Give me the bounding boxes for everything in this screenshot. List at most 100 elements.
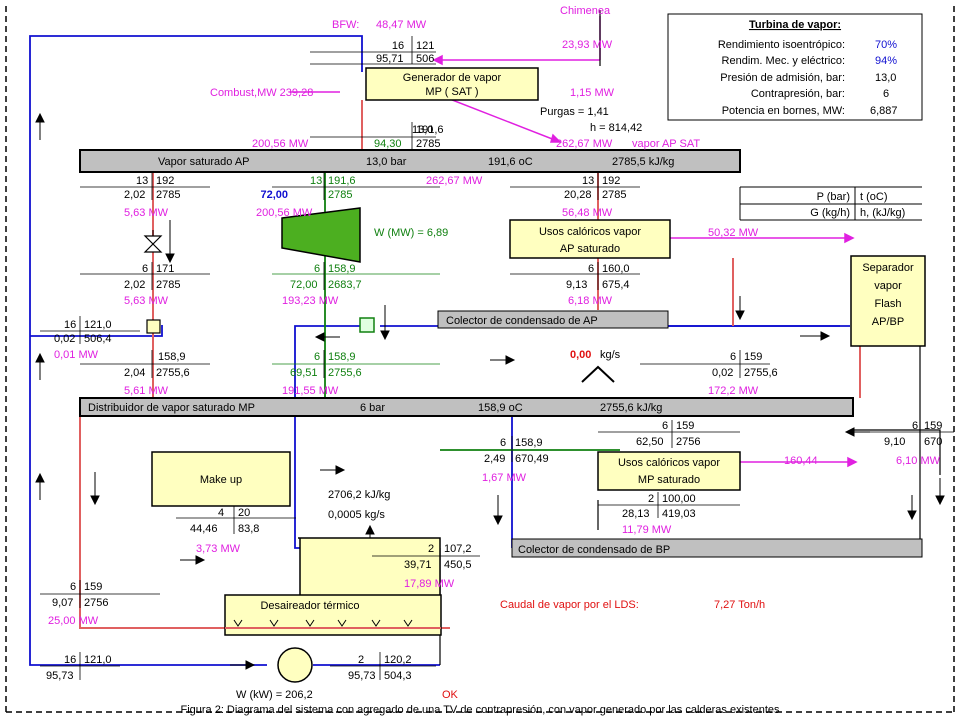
usos-ap-mw: 50,32 MW: [708, 227, 759, 239]
bfw-value: 48,47 MW: [376, 19, 427, 31]
bp-t: 158,9: [515, 437, 543, 449]
separador-1: Separador: [862, 262, 914, 274]
lds-label: Caudal de vapor por el LDS:: [500, 599, 639, 611]
gen-g: 94,30: [374, 138, 402, 150]
pump-in-p: 16: [64, 654, 76, 666]
farR-g: 9,10: [884, 436, 905, 448]
usosMP-t: 159: [676, 420, 694, 432]
gen-t: 191,6: [416, 124, 444, 136]
header-mp-p: 6 bar: [360, 402, 385, 414]
mixT-g: 69,51: [290, 367, 318, 379]
header-ap-t: 191,6 oC: [488, 156, 533, 168]
legend-table: [739, 186, 922, 221]
mixT-mw2: 191,55 MW: [282, 385, 339, 397]
vent-g: 0,0005 kg/s: [328, 509, 385, 521]
pump-ok: OK: [442, 689, 459, 701]
colM-mw: 262,67 MW: [426, 175, 483, 187]
toDea-g: 39,71: [404, 559, 432, 571]
mixT-h: 2755,6: [328, 367, 362, 379]
generator-label-1: Generador de vapor: [403, 72, 502, 84]
equipment-boxes: [151, 67, 926, 507]
colT-p2: 6: [314, 263, 320, 275]
makeup-label: Make up: [200, 474, 242, 486]
colL-t2: 171: [156, 263, 174, 275]
purgas: Purgas = 1,41: [540, 106, 609, 118]
usosMP-h2: 419,03: [662, 508, 696, 520]
turbine-table: [667, 13, 923, 121]
flash-zero: 0,00: [570, 349, 591, 361]
bp-g: 2,49: [484, 453, 505, 465]
usosMP-mw: 160,44: [784, 455, 818, 467]
colR-t2: 160,0: [602, 263, 630, 275]
colR-p2: 6: [588, 263, 594, 275]
colR-h2: 675,4: [602, 279, 630, 291]
mixL-h2: 2755,6: [156, 367, 190, 379]
colT-p: 13: [310, 175, 322, 187]
colT-t: 191,6: [328, 175, 356, 187]
steam-turbine: [281, 207, 361, 263]
usos-mp-box: [597, 451, 741, 491]
usos-ap-label-1: Usos calóricos vapor: [539, 226, 641, 238]
separador-4: AP/BP: [872, 316, 904, 328]
header-mp-t: 158,9 oC: [478, 402, 523, 414]
dea-label: Desaireador térmico: [260, 600, 359, 612]
colL-p: 13: [136, 175, 148, 187]
separador-box: [850, 255, 926, 347]
toDea-h: 450,5: [444, 559, 472, 571]
pump-in-t: 121,0: [84, 654, 112, 666]
colR-g2: 9,13: [566, 279, 587, 291]
purgas-h: h = 814,42: [590, 122, 642, 134]
chimenea-label: Chimenea: [560, 5, 611, 17]
colR-mw2: 6,18 MW: [568, 295, 613, 307]
header-vapor-ap: [79, 149, 741, 173]
pump-power: W (kW) = 206,2: [236, 689, 313, 701]
sepOut-t: 159: [744, 351, 762, 363]
gen-mw: 1,15 MW: [570, 87, 615, 99]
header-mp-h: 2755,6 kJ/kg: [600, 402, 662, 414]
legend-p: P (bar): [817, 191, 850, 203]
makeup-g: 44,46: [190, 523, 218, 535]
flash-symbol: [581, 365, 615, 383]
makeup-mw: 3,73 MW: [196, 543, 241, 555]
farR-p: 6: [912, 420, 918, 432]
turbine-v4: 6,887: [870, 105, 898, 117]
gen-left-mw: 200,56 MW: [252, 138, 309, 150]
farR-h: 670: [924, 436, 942, 448]
pump-in-g: 95,73: [46, 670, 74, 682]
turbine-title: Turbina de vapor:: [749, 19, 841, 31]
valve-icon: [143, 235, 163, 253]
sepOut-g: 0,02: [712, 367, 733, 379]
chimenea-mw: 23,93 MW: [562, 39, 613, 51]
makeup-box: [151, 451, 291, 507]
dea-vanes: [233, 619, 413, 627]
top-g: 95,71: [376, 53, 404, 65]
farR-t: 159: [924, 420, 942, 432]
bfw-label: BFW:: [332, 19, 359, 31]
colL-mw2: 5,63 MW: [124, 295, 169, 307]
usosMP-h: 2756: [676, 436, 700, 448]
mixL-g: 0,02: [54, 333, 75, 345]
colT-h2: 2683,7: [328, 279, 362, 291]
header-mp-name: Distribuidor de vapor saturado MP: [88, 402, 255, 414]
pump-out-p: 2: [358, 654, 364, 666]
gen-p: 13,0: [412, 124, 433, 136]
legend-h: h, (kJ/kg): [860, 207, 905, 219]
farR-mw: 6,10 MW: [896, 455, 941, 467]
toDea-mw: 17,89 MW: [404, 578, 455, 590]
mixT-p: 6: [314, 351, 320, 363]
vent-h: 2706,2 kJ/kg: [328, 489, 390, 501]
mixL-g2: 2,04: [124, 367, 145, 379]
toDea-t: 107,2: [444, 543, 472, 555]
header-ap-p: 13,0 bar: [366, 156, 407, 168]
colL-t: 192: [156, 175, 174, 187]
mixer-turbine: [359, 317, 375, 333]
header-ap-name: Vapor saturado AP: [158, 156, 250, 168]
colector-bp: [511, 538, 923, 558]
colR-t: 192: [602, 175, 620, 187]
deaLeft-t: 159: [84, 581, 102, 593]
mixL-mw: 0,01 MW: [54, 349, 99, 361]
flash-units: kg/s: [600, 349, 621, 361]
bp-h: 670,49: [515, 453, 549, 465]
generador-box: [365, 67, 539, 101]
